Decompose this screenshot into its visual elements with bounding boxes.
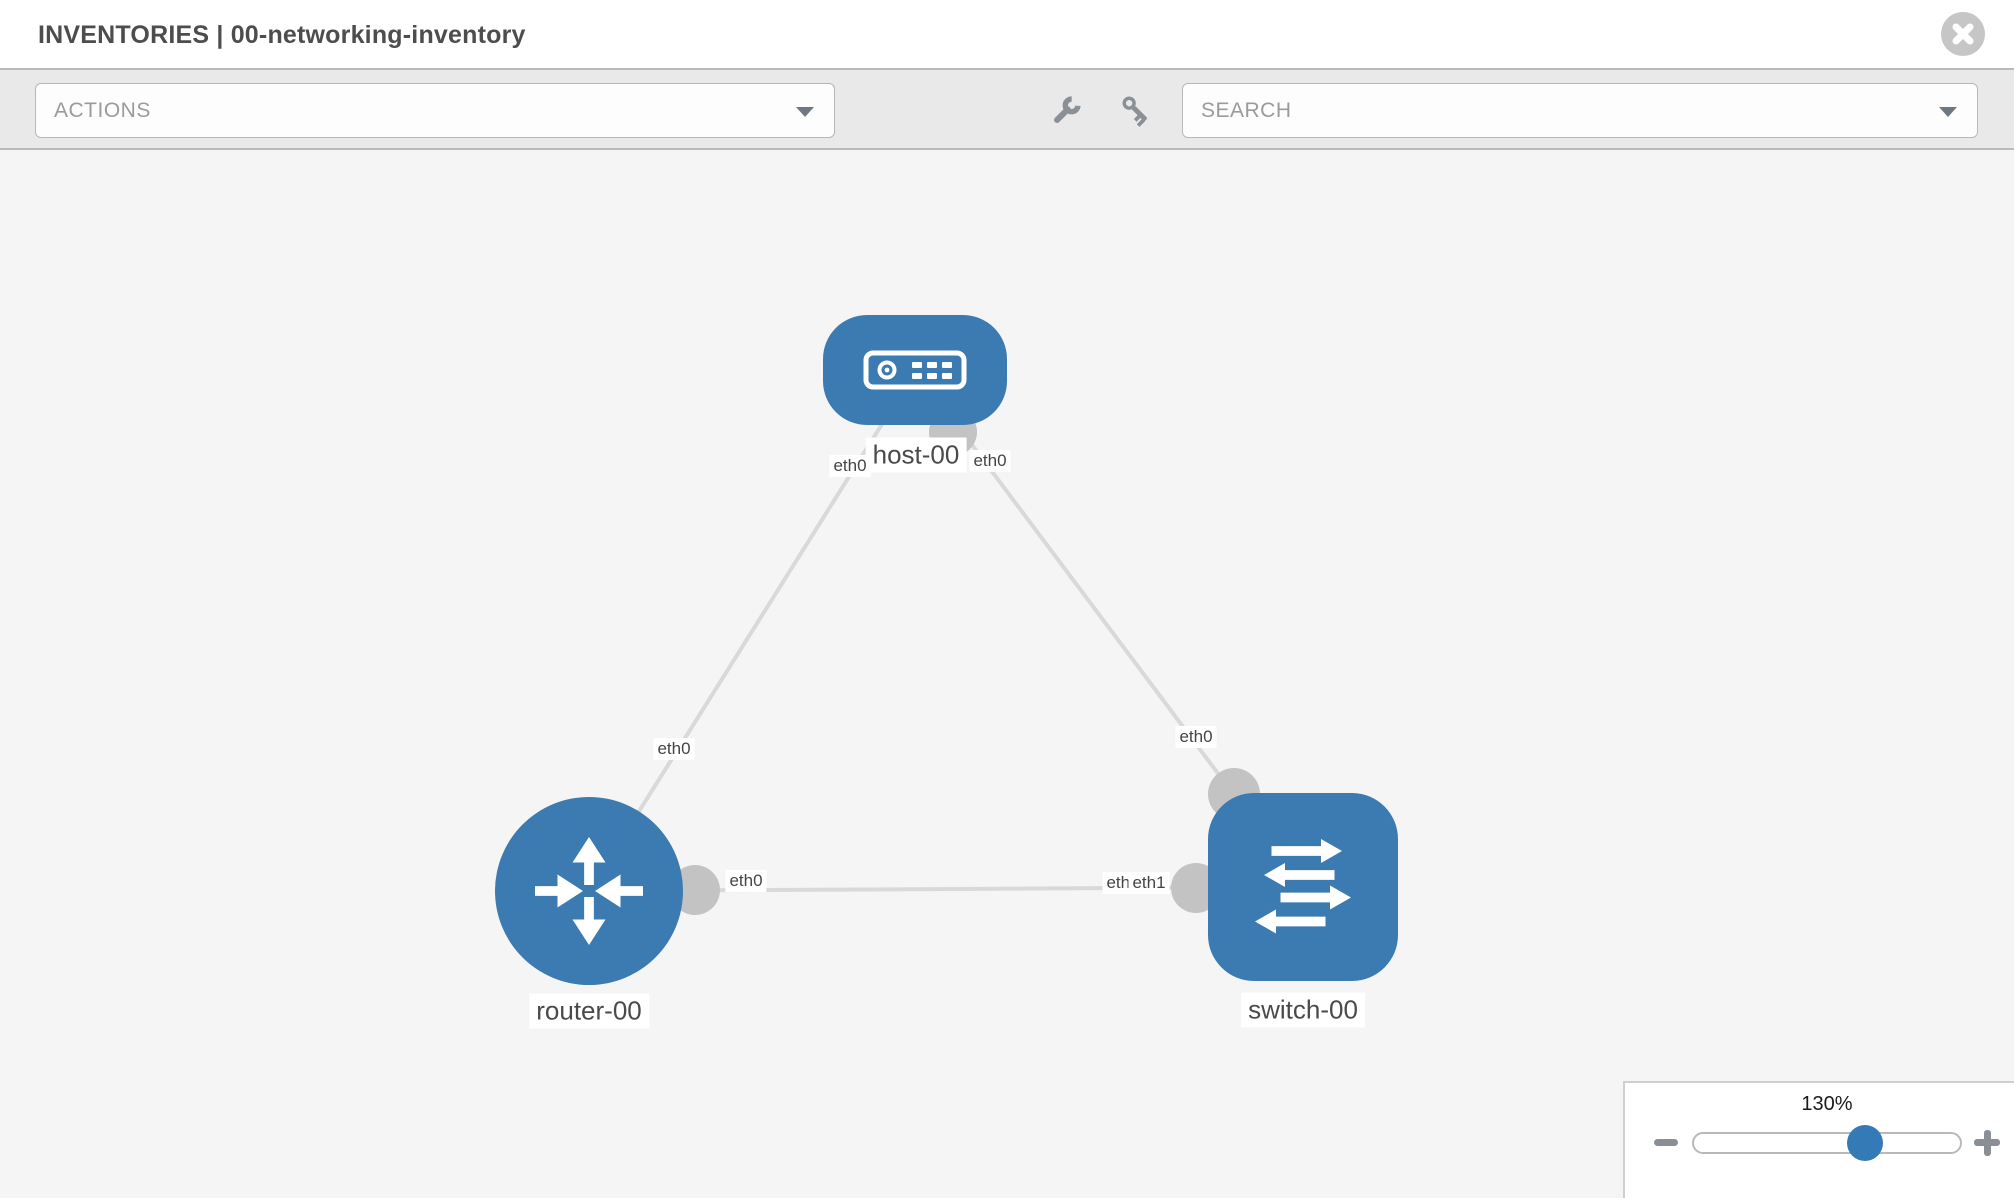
actions-dropdown-label: ACTIONS xyxy=(54,99,151,122)
node-label-switch: switch-00 xyxy=(1241,992,1365,1028)
interface-label-router-to-host: eth0 xyxy=(653,738,695,760)
zoom-level-value: 130% xyxy=(1801,1093,1853,1115)
interface-label-router-to-switch: eth0 xyxy=(725,870,767,892)
interface-label-switch-to-router: eth1 xyxy=(1128,872,1170,894)
zoom-out-button[interactable] xyxy=(1654,1139,1678,1146)
interface-label-host-to-switch: eth0 xyxy=(969,450,1011,472)
page-title: INVENTORIES | 00-networking-inventory xyxy=(38,21,526,49)
server-icon xyxy=(863,350,967,390)
chevron-down-icon xyxy=(796,107,814,117)
switch-icon xyxy=(1255,839,1351,934)
wrench-icon xyxy=(1054,96,1081,123)
node-label-router: router-00 xyxy=(529,993,649,1029)
search-placeholder: SEARCH xyxy=(1201,99,1292,122)
node-host-00[interactable] xyxy=(823,315,1007,425)
router-icon xyxy=(535,837,643,945)
toolbar: ACTIONS SEARCH xyxy=(0,70,2014,150)
key-icon xyxy=(1122,96,1147,127)
search-dropdown[interactable]: SEARCH xyxy=(1182,83,1978,138)
links-layer xyxy=(587,368,1305,915)
actions-dropdown[interactable]: ACTIONS xyxy=(35,83,835,138)
header: INVENTORIES | 00-networking-inventory xyxy=(0,0,2014,70)
node-label-host: host-00 xyxy=(865,437,967,473)
close-button[interactable] xyxy=(1941,12,1985,56)
topology-canvas[interactable]: host-00 router-00 switch-00 eth0 eth0 et… xyxy=(0,150,2014,1198)
close-icon xyxy=(1941,12,1985,56)
zoom-panel: 130% xyxy=(1623,1081,2014,1198)
node-router-00[interactable] xyxy=(495,797,683,985)
zoom-in-button[interactable] xyxy=(1974,1129,2000,1156)
plus-icon xyxy=(1983,1129,1991,1156)
interface-dot-router-right xyxy=(670,865,720,915)
interface-label-host-to-router: eth0 xyxy=(829,455,871,477)
node-switch-00[interactable] xyxy=(1208,793,1398,981)
chevron-down-icon xyxy=(1939,107,1957,117)
zoom-slider-handle[interactable] xyxy=(1847,1125,1883,1161)
interface-label-switch-to-host: eth0 xyxy=(1175,726,1217,748)
zoom-slider-track[interactable] xyxy=(1692,1132,1962,1154)
configure-button[interactable] xyxy=(1046,92,1086,132)
key-button[interactable] xyxy=(1117,92,1157,132)
